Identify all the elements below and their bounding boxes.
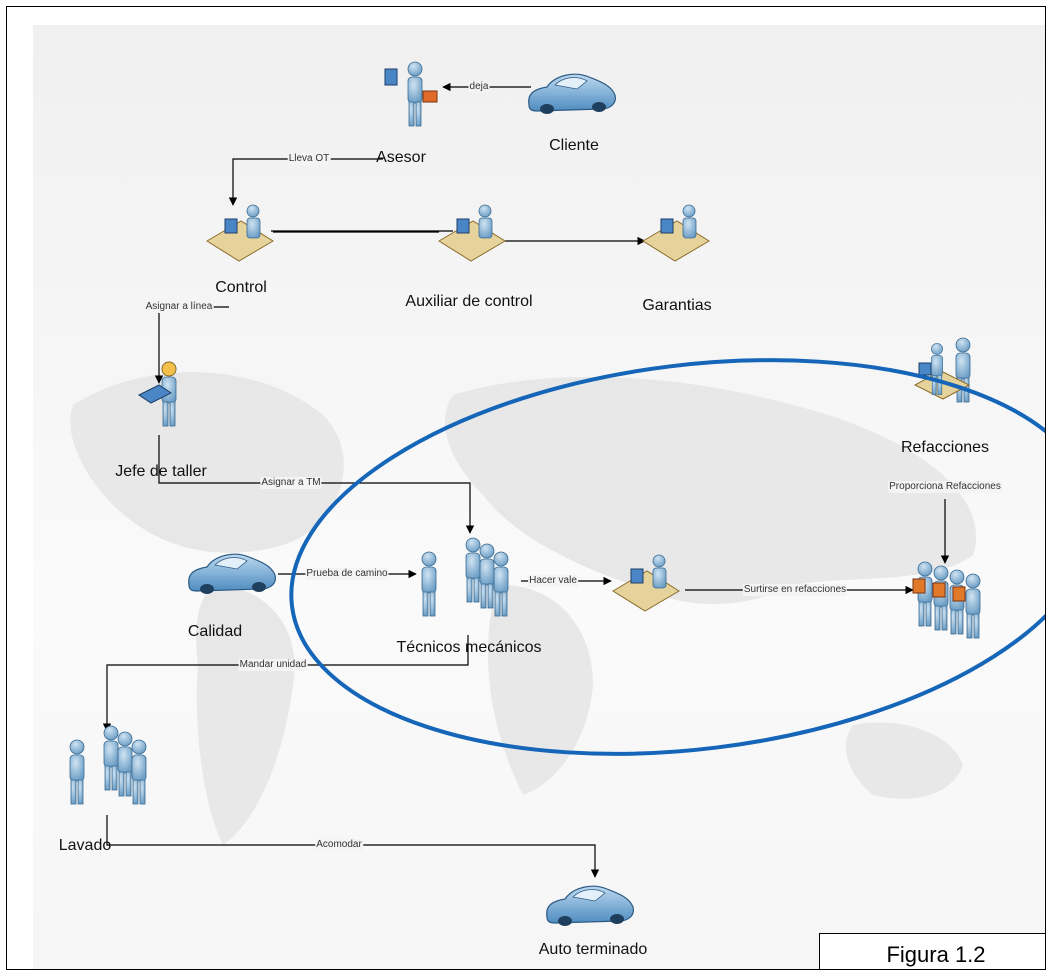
node-label-refacciones: Refacciones (900, 439, 990, 456)
node-label-lavado: Lavado (58, 837, 112, 854)
node-label-cliente: Cliente (549, 137, 599, 154)
node-label-asesor: Asesor (376, 149, 426, 166)
node-label-control: Control (215, 279, 267, 296)
garantias-desk-icon (642, 204, 710, 262)
edge-label-hacer-vale: Hacer vale (528, 575, 578, 587)
lavado-group-icon (69, 725, 147, 805)
advisor-with-briefcase-icon (384, 61, 438, 127)
node-label-calidad: Calidad (187, 623, 243, 640)
diagram-canvas: Asesor Cliente Control Auxiliar de contr… (33, 25, 1045, 969)
edge-label-asignar-linea: Asignar a línea (144, 301, 214, 313)
control-desk-icon (206, 204, 274, 262)
edge-label-lleva-ot: Lleva OT (287, 153, 331, 165)
edge-label-asignar-tm: Asignar a TM (260, 477, 322, 489)
cliente-car-icon (528, 73, 616, 115)
edge-label-surtirse: Surtirse en refacciones (742, 584, 848, 596)
diagram-svg (69, 61, 1045, 927)
world-map-background (70, 372, 977, 845)
node-label-auto: Auto terminado (538, 941, 648, 958)
node-label-garantias: Garantias (642, 297, 712, 314)
figure-caption-box: Figura 1.2 (819, 933, 1045, 969)
highlight-ellipse (289, 358, 1045, 756)
group-with-parts-icon (912, 561, 981, 639)
node-label-tecnicos: Técnicos mecánicos (396, 639, 542, 656)
auxiliar-desk-icon (438, 204, 506, 262)
figure-frame: Asesor Cliente Control Auxiliar de contr… (6, 6, 1046, 970)
node-label-jefe: Jefe de taller (115, 463, 207, 480)
calidad-car-icon (188, 553, 276, 595)
auto-terminado-car-icon (546, 885, 634, 927)
edge-label-mandar: Mandar unidad (238, 659, 308, 671)
figure-caption: Figura 1.2 (886, 942, 986, 967)
person-with-clipboard-icon (138, 361, 177, 427)
node-label-auxiliar: Auxiliar de control (405, 293, 533, 310)
edge-label-prueba: Prueba de camino (305, 568, 389, 580)
group-of-people-icon (421, 537, 509, 617)
edge-label-deja: deja (468, 81, 490, 93)
edge-label-acomodar: Acomodar (315, 839, 363, 851)
person-at-counter-icon (913, 337, 971, 403)
edge-label-proporciona: Proporciona Refacciones (888, 481, 1002, 493)
